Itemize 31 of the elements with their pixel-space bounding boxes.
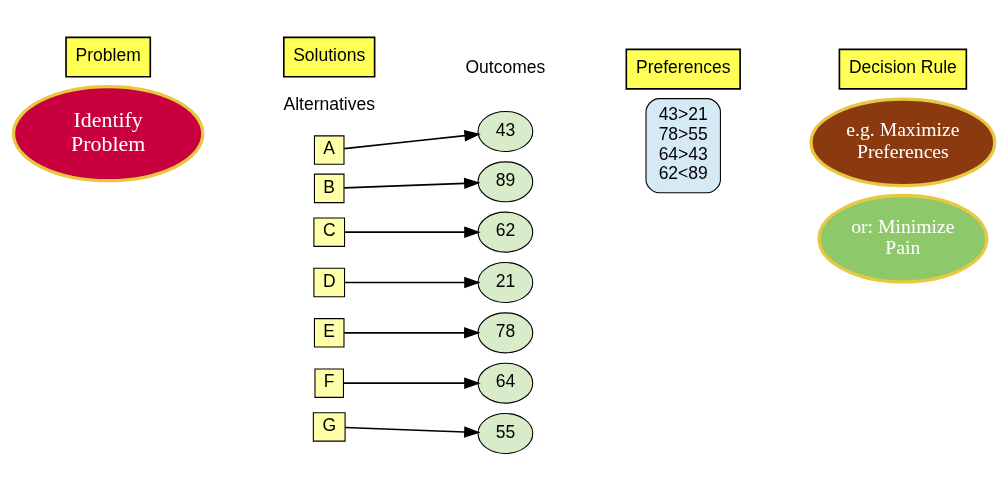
node-ellipse: 89 bbox=[477, 161, 533, 203]
node-box: Decision Rule bbox=[838, 48, 967, 90]
arrow bbox=[342, 130, 481, 150]
node-box: 43>21 78>55 64>43 62<89 bbox=[644, 98, 721, 194]
arrow bbox=[342, 327, 481, 339]
node-box: A bbox=[313, 135, 345, 165]
node-ellipse: e.g. Maximize Preferences bbox=[808, 97, 996, 188]
node-ellipse: 78 bbox=[477, 312, 533, 354]
arrow bbox=[343, 226, 481, 238]
node-box: Problem bbox=[64, 36, 151, 78]
node-box: Solutions bbox=[282, 36, 375, 78]
label: Alternatives bbox=[283, 94, 375, 115]
arrow bbox=[342, 177, 481, 190]
node-box: D bbox=[312, 267, 345, 298]
arrow bbox=[342, 377, 481, 389]
node-box: B bbox=[313, 173, 345, 204]
node-box: G bbox=[312, 412, 346, 442]
arrow bbox=[343, 426, 481, 438]
node-box: C bbox=[312, 217, 345, 247]
label: Outcomes bbox=[465, 57, 545, 78]
node-ellipse: 62 bbox=[477, 211, 533, 253]
node-ellipse: 21 bbox=[477, 261, 533, 304]
node-box: Preferences bbox=[625, 48, 741, 90]
node-box: F bbox=[313, 368, 344, 398]
node-ellipse: 64 bbox=[477, 362, 533, 404]
node-ellipse: 55 bbox=[477, 412, 533, 455]
node-box: E bbox=[313, 318, 345, 348]
node-ellipse: Identify Problem bbox=[11, 85, 204, 183]
node-ellipse: 43 bbox=[477, 110, 533, 153]
node-ellipse: or: Minimize Pain bbox=[816, 193, 988, 284]
arrow bbox=[343, 276, 481, 289]
